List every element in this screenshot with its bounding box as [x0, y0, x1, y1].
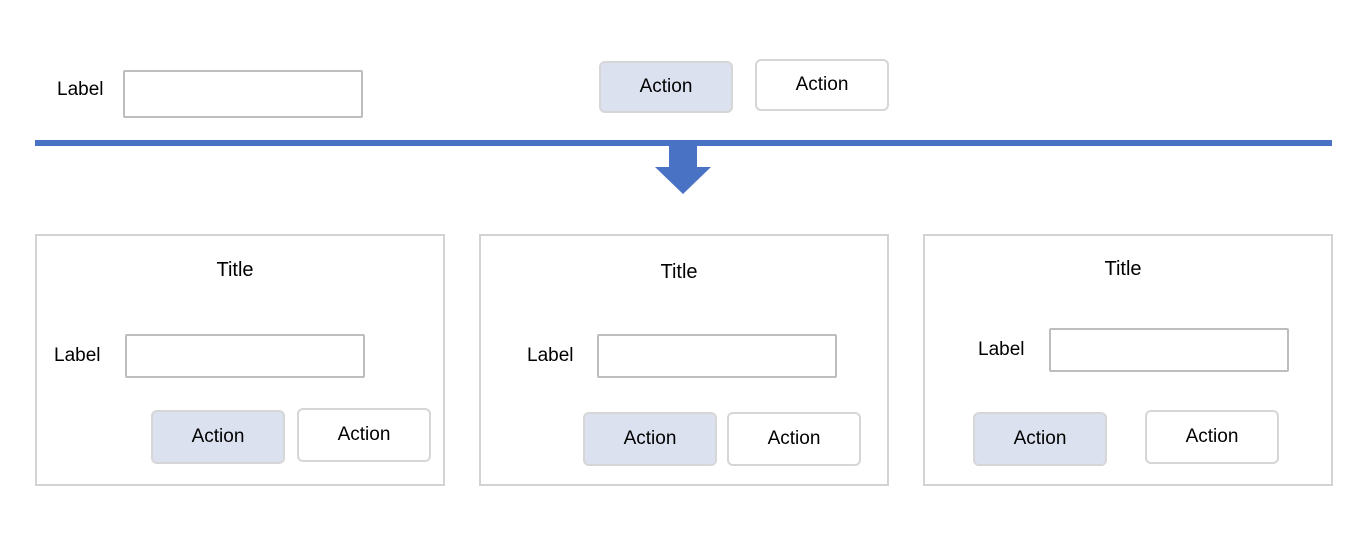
- card-1-secondary-action-button[interactable]: Action: [297, 408, 431, 462]
- card-3-title: Title: [1104, 258, 1142, 280]
- top-text-input[interactable]: [123, 70, 363, 118]
- card-1-field-label: Label: [54, 345, 101, 366]
- card-3-primary-action-button[interactable]: Action: [973, 412, 1107, 466]
- card-2-text-input[interactable]: [597, 334, 837, 378]
- card-2-field-label: Label: [527, 345, 574, 366]
- card-3-field-label: Label: [978, 339, 1025, 360]
- card-1-primary-action-button[interactable]: Action: [151, 410, 285, 464]
- card-1-text-input[interactable]: [125, 334, 365, 378]
- top-secondary-action-button[interactable]: Action: [755, 59, 889, 111]
- card-3-text-input[interactable]: [1049, 328, 1289, 372]
- card-2-primary-action-button[interactable]: Action: [583, 412, 717, 466]
- down-arrow-icon: [655, 143, 711, 194]
- top-primary-action-button[interactable]: Action: [599, 61, 733, 113]
- top-field-label: Label: [57, 79, 104, 100]
- card-2-title: Title: [660, 261, 698, 283]
- card-1-title: Title: [216, 259, 254, 281]
- card-2-secondary-action-button[interactable]: Action: [727, 412, 861, 466]
- card-3-secondary-action-button[interactable]: Action: [1145, 410, 1279, 464]
